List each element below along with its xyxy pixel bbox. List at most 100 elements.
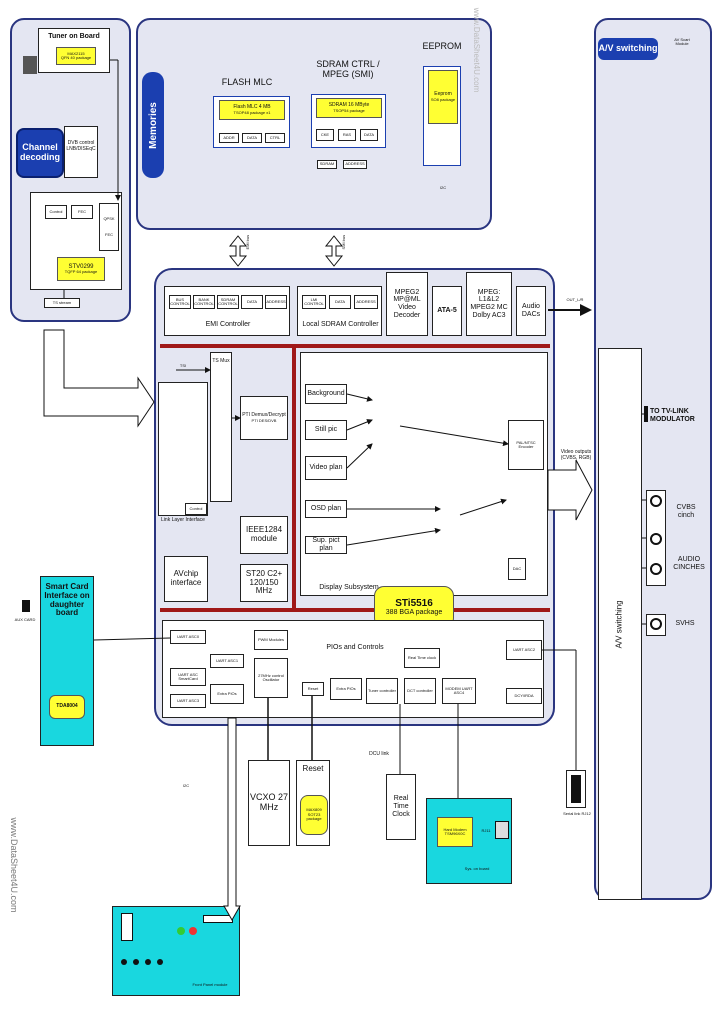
emi-cell-5: ADDRESS xyxy=(265,295,287,309)
pio-extra2: Extra PIOs xyxy=(330,678,362,700)
demod-qpsk: QPSK FEC xyxy=(99,203,119,251)
ieee1284-module: IEEE1284 module xyxy=(240,516,288,554)
pio-label: PIOs and Controls xyxy=(326,644,384,651)
pio-smartcard-label: UART ASC SmartCard xyxy=(178,671,198,681)
emi-cell-3-label: SDRAM CONTROL xyxy=(218,296,238,306)
dvb-label: DVB control LNB/DISEqC xyxy=(66,140,96,152)
emi-cell-2-label: BANK CONTROL xyxy=(194,296,214,306)
pio-irda-label: DCY/IRDA xyxy=(514,692,534,698)
st20-label: ST20 C2+ 120/150 MHz xyxy=(245,568,283,596)
stv0299-name: STV0299 xyxy=(68,263,94,270)
sti5516-name: STi5516 xyxy=(395,597,433,609)
red-bus-bottom xyxy=(160,608,550,612)
reset-box: Reset MAX809 SOT23 package xyxy=(296,760,330,846)
lmi-cell-2-label: DATA xyxy=(334,298,346,304)
denc-pal-label: PAL/NTSC xyxy=(516,439,536,445)
emi-cell-1-label: BUS CONTROL xyxy=(170,296,190,306)
front-button-1 xyxy=(121,959,127,965)
av-switch-label: A/V switching xyxy=(614,599,624,649)
front-panel-arrow xyxy=(223,717,241,922)
svhs-icon xyxy=(650,618,662,630)
modem-board: Hard Modem TSM96X0C RJ11 Sys. on board xyxy=(426,798,512,884)
memories-label: Memories xyxy=(147,101,159,149)
sdram-pin-3: DATA xyxy=(360,129,378,141)
max809-chip: MAX809 SOT23 package xyxy=(300,795,328,835)
front-panel: Front Panel module xyxy=(112,906,240,996)
front-panel-keys xyxy=(203,915,233,923)
audio-cinch-1-icon xyxy=(650,533,662,545)
tvlink-connector xyxy=(644,406,648,422)
pio-realtime-label: Real Time clock xyxy=(407,654,437,660)
led-green xyxy=(177,927,185,935)
sim-label: AUX CARD xyxy=(14,617,36,622)
flash-chip: Flash MLC 4 MB TSOP48 package x1 xyxy=(219,100,285,120)
pio-realtime: Real Time clock xyxy=(404,648,440,668)
max809-name: MAX809 xyxy=(306,807,322,813)
av-title: A/V switching xyxy=(598,43,658,54)
reset-label: Reset xyxy=(302,764,324,773)
eeprom-title: EEPROM xyxy=(422,41,462,51)
pio-uart-asc0: UART ASC0 xyxy=(170,630,206,644)
eeprom-chip: Eeprom SO8 package xyxy=(428,70,458,124)
smartcard-board: Smart Card Interface on daughter board T… xyxy=(40,576,94,746)
sdram-chip: SDRAM 16 MByte TSOP54 package xyxy=(316,98,382,118)
pio-uart-asc2-label: UART ASC2 xyxy=(512,646,536,652)
sim-card-icon xyxy=(22,600,30,612)
watermark-top: www.DataSheet4U.com xyxy=(472,7,481,93)
pti-block: PTI Demux/Decrypt PTI DES/DVB xyxy=(240,396,288,440)
pio-tuner-ctrl-label: Tuner controller xyxy=(368,687,396,693)
lmi-cell-2: DATA xyxy=(329,295,351,309)
sdram-block: SDRAM 16 MByte TSOP54 package CKE RAS DA… xyxy=(311,94,386,148)
lmi-label: Local SDRAM Controller xyxy=(302,321,379,328)
serial-label: Serial link RJ12 xyxy=(563,811,591,816)
pio-vcxo: 27MHz control Oscillator xyxy=(254,658,288,698)
ts-stream-box: TS stream xyxy=(44,298,80,308)
watermark-side: www.DataSheet4U.com xyxy=(9,817,19,913)
emi-cell-4-label: DATA xyxy=(246,298,258,304)
eeprom-i2c: I2C xyxy=(439,185,447,190)
channel-decoding-badge: Channel decoding xyxy=(16,128,64,178)
mpeg-video-decoder: MPEG2 MP@ML Video Decoder xyxy=(386,272,428,336)
tuner-chip-name: MAX2115 xyxy=(67,50,85,56)
cvbs-label: CVBS cinch xyxy=(676,504,696,519)
layer-still-label: Still pic xyxy=(314,426,338,434)
audio-cinch-2-icon xyxy=(650,563,662,575)
flash-chip-name: Flash MLC 4 MB xyxy=(233,104,271,111)
lmi-controller: LMI CONTROL DATA ADDRESS Local SDRAM Con… xyxy=(297,286,382,336)
smartcard-title: Smart Card Interface on daughter board xyxy=(44,582,90,618)
video-outputs-label: Video outputs (CVBS, RGB) xyxy=(560,449,592,461)
layer-background-label: Background xyxy=(307,390,345,398)
transport-stream-label: Transport Stream xyxy=(56,399,118,408)
denc-block: PAL/NTSC Encoder xyxy=(508,420,544,470)
pio-dct: DCT controller xyxy=(404,678,436,704)
dvb-control: DVB control LNB/DISEqC xyxy=(64,126,98,178)
rtc-box: Real Time Clock xyxy=(386,774,416,840)
pio-uart-asc3-label: UART ASC3 xyxy=(176,697,200,703)
max809-pkg: SOT23 package xyxy=(306,811,322,822)
st20-cpu: ST20 C2+ 120/150 MHz xyxy=(240,564,288,602)
svhs-connector xyxy=(646,614,666,636)
demod-box: Control FEC QPSK FEC STV0299 TQFP 64 pac… xyxy=(30,192,122,290)
sdram-chip-pkg: TSOP54 package xyxy=(333,107,365,113)
lmi-cell-1-label: LMI CONTROL xyxy=(304,296,324,306)
sdram-chip-name: SDRAM 16 MByte xyxy=(328,102,370,109)
demod-control-label: Control xyxy=(49,208,63,214)
ts-mux-label: TS Mux xyxy=(212,358,230,364)
out-lr-label: OUT_L/R xyxy=(566,297,584,302)
smi-bus-arrow xyxy=(324,235,344,267)
ieee1284-label: IEEE1284 module xyxy=(245,525,283,543)
layer-osd-label: OSD plan xyxy=(310,505,342,513)
front-button-3 xyxy=(145,959,151,965)
tda8004-label: TDA8004 xyxy=(56,703,78,710)
led-red xyxy=(189,927,197,935)
stv0299-pkg: TQFP 64 package xyxy=(64,269,98,275)
flash-title: FLASH MLC xyxy=(221,77,273,87)
memories-badge: Memories xyxy=(142,72,164,178)
avchip-interface: AVchip interface xyxy=(164,556,208,602)
layer-osd: OSD plan xyxy=(305,500,347,518)
avchip-label: AVchip interface xyxy=(170,569,202,587)
link-layer-label: Link Layer Interface xyxy=(161,517,205,523)
rtc-label: Real Time Clock xyxy=(392,795,410,818)
tda8004-chip: TDA8004 xyxy=(49,695,85,719)
av-connectors xyxy=(646,490,666,586)
